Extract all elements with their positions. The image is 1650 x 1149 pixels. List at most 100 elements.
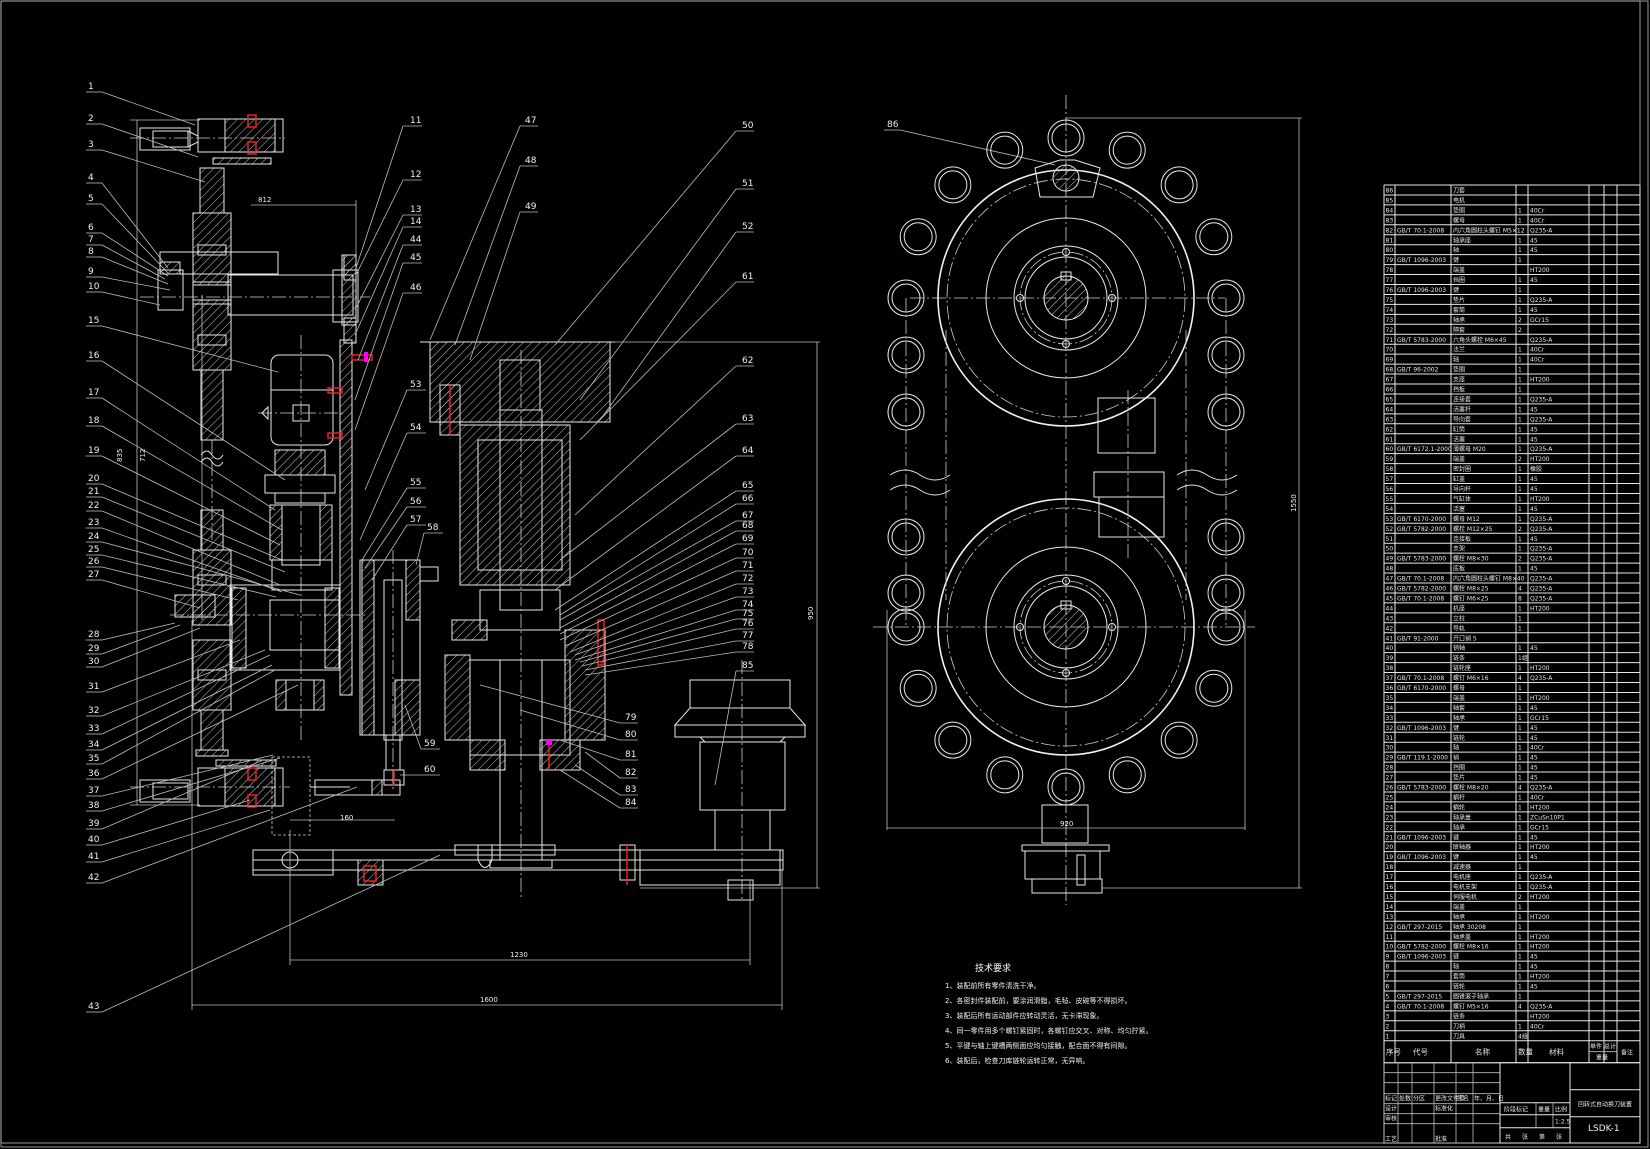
part-balloon: 12: [355, 170, 422, 276]
part-number-label: 28: [88, 630, 100, 640]
tool-pocket: [1108, 756, 1146, 794]
drawing-title: 回转式自动换刀装置: [1578, 1101, 1632, 1109]
parts-list-cell: Q235-A: [1530, 785, 1553, 792]
parts-list-cell: 40: [1386, 645, 1394, 652]
part-balloon: 71: [564, 561, 754, 647]
part-number-label: 76: [742, 619, 754, 629]
title-block-label: 工艺: [1385, 1135, 1397, 1143]
part-balloon: 61: [579, 272, 754, 441]
parts-list-cell: 81: [1386, 237, 1394, 244]
dim-base-outer: 1600: [480, 996, 498, 1004]
part-balloon: 38: [86, 757, 281, 812]
part-balloon: 27: [86, 570, 201, 609]
parts-list-cell: 电机座: [1453, 873, 1471, 881]
part-balloon: 37: [86, 754, 274, 797]
parts-list-cell: 62: [1386, 426, 1394, 433]
part-number-label: 17: [88, 388, 99, 398]
part-number-label: 31: [88, 682, 99, 692]
parts-list-cell: 端盖: [1453, 694, 1465, 702]
parts-list-cell: 80: [1386, 247, 1394, 254]
parts-list-cell: 43: [1386, 615, 1394, 622]
parts-list-cell: 轴承盖: [1453, 813, 1471, 821]
parts-list-cell: 45: [1530, 247, 1538, 254]
parts-list-cell: Q235-A: [1530, 556, 1553, 563]
part-number-label: 42: [88, 873, 99, 883]
parts-list-cell: 销轴: [1453, 644, 1465, 652]
parts-list-cell: Q235-A: [1530, 586, 1553, 593]
parts-list-cell: GB/T 5783-2000: [1397, 337, 1446, 344]
part-number-label: 18: [88, 416, 100, 426]
title-block-label: 重量: [1538, 1106, 1550, 1114]
parts-list-cell: 45: [1530, 506, 1538, 513]
part-balloon: 82: [584, 751, 638, 779]
parts-list-cell: 1: [1518, 1023, 1522, 1030]
part-balloon: 26: [86, 557, 239, 601]
parts-list-cell: HT200: [1530, 844, 1550, 851]
part-number-label: 58: [427, 523, 439, 533]
part-balloon: 58: [415, 523, 443, 566]
parts-list-cell: 1: [1518, 387, 1522, 394]
parts-list-cell: GB/T 297-2015: [1397, 993, 1442, 1000]
part-balloon: 2: [86, 114, 199, 158]
part-number-label: 10: [88, 282, 100, 292]
part-number-label: 74: [742, 600, 754, 610]
dim-left-height-b: 712: [139, 449, 147, 462]
parts-list-cell: 活塞: [1453, 435, 1465, 443]
part-number-label: 6: [88, 223, 94, 233]
parts-list-cell: Q235-A: [1530, 884, 1553, 891]
parts-list-cell: HT200: [1530, 894, 1550, 901]
tech-req-item: 6、装配后，检查刀库链轮运转正常，无异响。: [945, 1057, 1090, 1065]
parts-list-cell: HT200: [1530, 377, 1550, 384]
parts-list-cell: 77: [1386, 277, 1394, 284]
parts-list-cell: 1: [1518, 486, 1522, 493]
part-balloon: 85: [714, 661, 754, 786]
part-number-label: 22: [88, 501, 99, 511]
part-number-label: 41: [88, 852, 99, 862]
parts-list-cell: 15: [1386, 894, 1394, 901]
part-balloon: 51: [579, 179, 754, 401]
part-number-label: 63: [742, 414, 753, 424]
part-number-label: 11: [410, 116, 421, 126]
part-number-label: 23: [88, 518, 99, 528]
part-number-label: 65: [742, 481, 753, 491]
parts-list-cell: 68: [1386, 367, 1394, 374]
parts-list-cell: 45: [1530, 536, 1538, 543]
part-number-label: 86: [887, 120, 899, 130]
parts-list-cell: 75: [1386, 297, 1394, 304]
parts-list-cell: 4: [1518, 675, 1522, 682]
parts-list-cell: 导向杆: [1453, 485, 1471, 493]
parts-list-cell: GCr15: [1530, 317, 1549, 324]
parts-list-cell: 2: [1518, 894, 1522, 901]
parts-list-cell: 2: [1518, 327, 1522, 334]
part-balloon: 21: [86, 487, 286, 573]
parts-list-cell: GB/T 6170-2000: [1397, 516, 1446, 523]
parts-list-cell: 1: [1518, 237, 1522, 244]
part-balloon: 69: [559, 534, 754, 635]
parts-list-cell: 2: [1518, 556, 1522, 563]
parts-list-cell: 21: [1386, 834, 1394, 841]
parts-list-cell: 8: [1386, 964, 1390, 971]
parts-list-cell: 链轮: [1453, 983, 1465, 991]
tool-pocket: [934, 166, 972, 204]
title-block-label: 分区: [1413, 1095, 1425, 1103]
part-balloon: 30: [86, 627, 201, 668]
part-number-label: 71: [742, 561, 753, 571]
parts-list-cell: 1: [1518, 546, 1522, 553]
parts-list-cell: 40Cr: [1530, 347, 1545, 354]
part-balloon: 34: [86, 664, 273, 751]
parts-list-cell: 82: [1386, 227, 1394, 234]
parts-list-cell: 16: [1386, 884, 1394, 891]
parts-list-cell: 螺栓 M8×20: [1453, 784, 1489, 792]
parts-list-cell: 1: [1518, 396, 1522, 403]
parts-list-cell: 4: [1518, 586, 1522, 593]
